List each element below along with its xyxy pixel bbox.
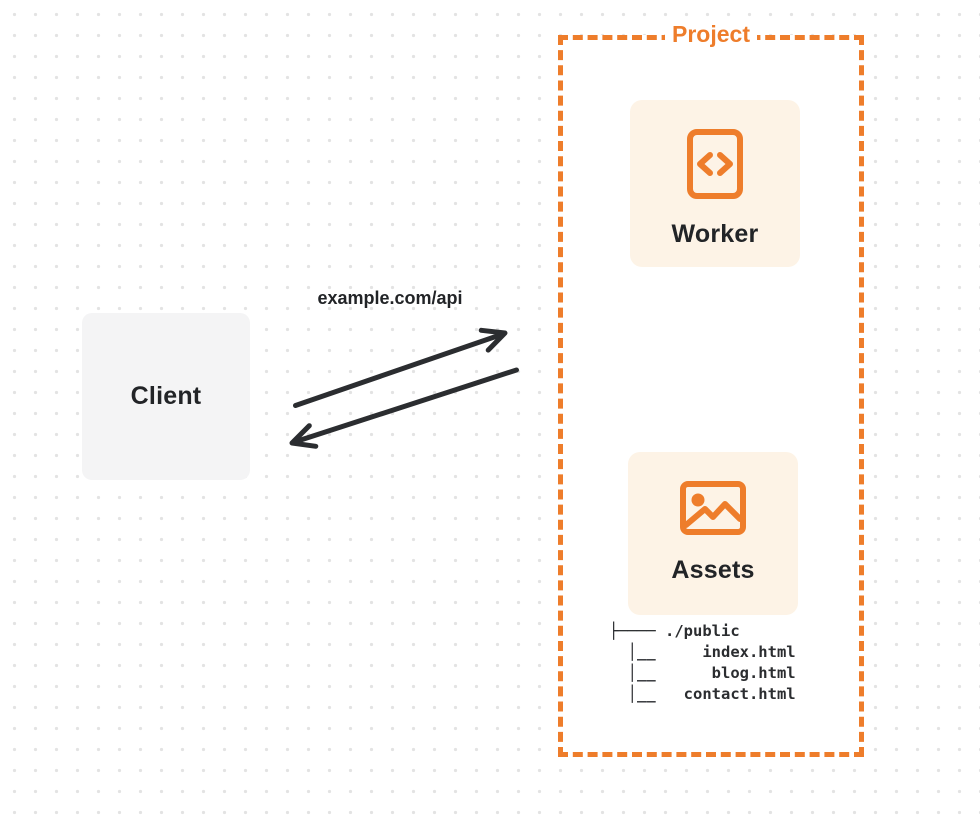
project-label: Project [665,21,757,48]
request-url-label: example.com/api [317,288,463,308]
worker-node: Worker [630,100,800,267]
project-boundary: Project Worker Assets [558,21,864,757]
response-arrow [289,367,519,449]
image-icon [679,480,747,536]
file-tree: ├──── ./public │__ index.html │__ blog.h… [609,622,796,703]
client-node: Client [82,313,250,480]
assets-label: Assets [671,556,755,584]
code-file-icon [686,128,744,200]
assets-node: Assets [628,452,798,615]
client-label: Client [130,382,202,410]
worker-label: Worker [671,220,759,248]
request-arrow [293,327,508,408]
